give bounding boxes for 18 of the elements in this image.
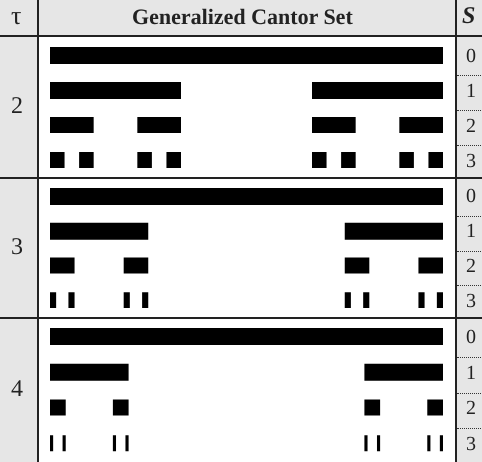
level-number: 2 (466, 115, 476, 138)
level-number: 3 (466, 433, 476, 456)
level-number: 3 (466, 290, 476, 313)
level-number: 1 (466, 362, 476, 385)
level-number: 0 (466, 185, 476, 208)
column-header: Generalized Cantor Set (132, 4, 353, 30)
level-number: 2 (466, 255, 476, 278)
level-number: 2 (466, 397, 476, 420)
level-number: 3 (466, 150, 476, 173)
level-number: 0 (466, 326, 476, 349)
level-number: 1 (466, 80, 476, 103)
row-label: 2 (11, 93, 23, 120)
column-header: S (462, 3, 476, 30)
row-label: 3 (11, 234, 23, 260)
column-header: τ (11, 1, 22, 31)
row-label: 4 (11, 376, 23, 402)
level-number: 1 (466, 220, 476, 243)
level-number: 0 (466, 45, 476, 68)
